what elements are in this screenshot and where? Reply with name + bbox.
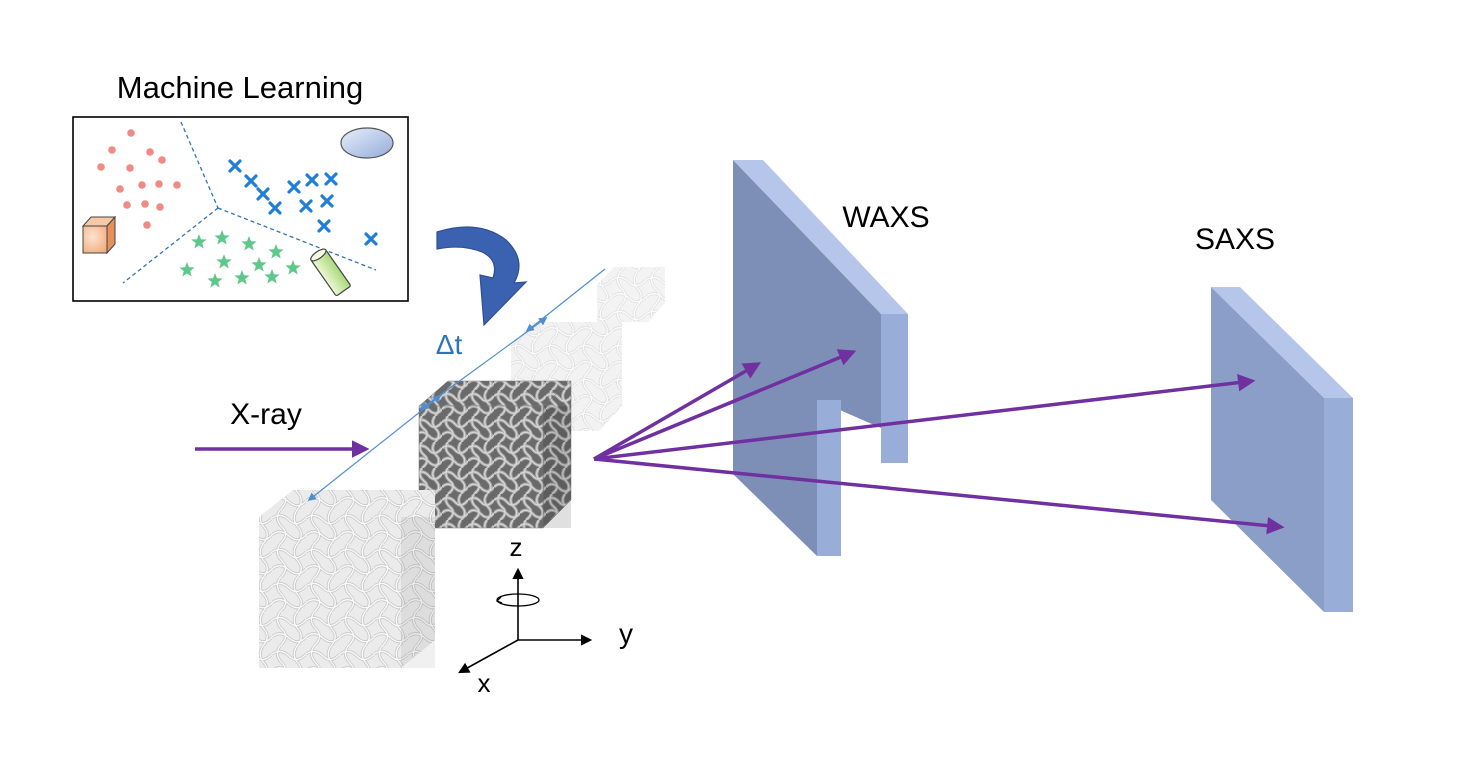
axis-y-label: y <box>619 618 633 649</box>
star-marker <box>191 234 207 249</box>
saxs-detector <box>1211 287 1353 612</box>
ellipsoid-icon <box>340 127 394 159</box>
star-marker <box>241 236 257 251</box>
axis-z-label: z <box>510 532 523 562</box>
star-marker <box>264 269 280 284</box>
waxs-detector-face <box>733 160 881 556</box>
scattered-beams <box>593 349 1285 535</box>
coordinate-axes <box>458 567 593 674</box>
delta-t-label: Δt <box>436 329 463 360</box>
star-marker <box>268 244 284 259</box>
xray-label: X-ray <box>230 398 302 431</box>
cross-cluster <box>228 159 378 246</box>
ml-title: Machine Learning <box>117 70 363 105</box>
rotation-icon <box>495 593 540 607</box>
star-marker <box>234 270 250 285</box>
time-axis <box>307 268 606 502</box>
ml-panel <box>72 116 409 302</box>
waxs-detector-top <box>733 160 908 314</box>
dot-cluster <box>97 129 181 229</box>
waxs-gap-edge <box>817 400 841 556</box>
decision-boundaries <box>122 121 377 284</box>
sample-cube-t4 <box>597 267 665 322</box>
saxs-detector-face <box>1211 287 1324 612</box>
star-marker <box>179 262 195 277</box>
saxs-detector-top <box>1211 287 1353 398</box>
sample-cube-t1 <box>259 490 435 668</box>
waxs-detector-side <box>881 314 908 463</box>
axis-x-label: x <box>478 668 491 698</box>
sample-cube-current <box>418 380 572 529</box>
saxs-label: SAXS <box>1195 223 1275 256</box>
cylinder-icon <box>310 248 351 296</box>
waxs-label: WAXS <box>842 201 929 234</box>
star-marker <box>216 254 232 269</box>
saxs-detector-side <box>1324 398 1353 612</box>
sample-time-series: Δt <box>259 267 665 668</box>
star-marker <box>251 257 267 272</box>
star-marker <box>214 230 230 245</box>
star-marker <box>207 273 223 288</box>
cube-icon <box>81 215 117 255</box>
star-cluster <box>179 230 301 288</box>
star-marker <box>285 260 301 275</box>
curved-arrow-icon <box>436 226 528 327</box>
